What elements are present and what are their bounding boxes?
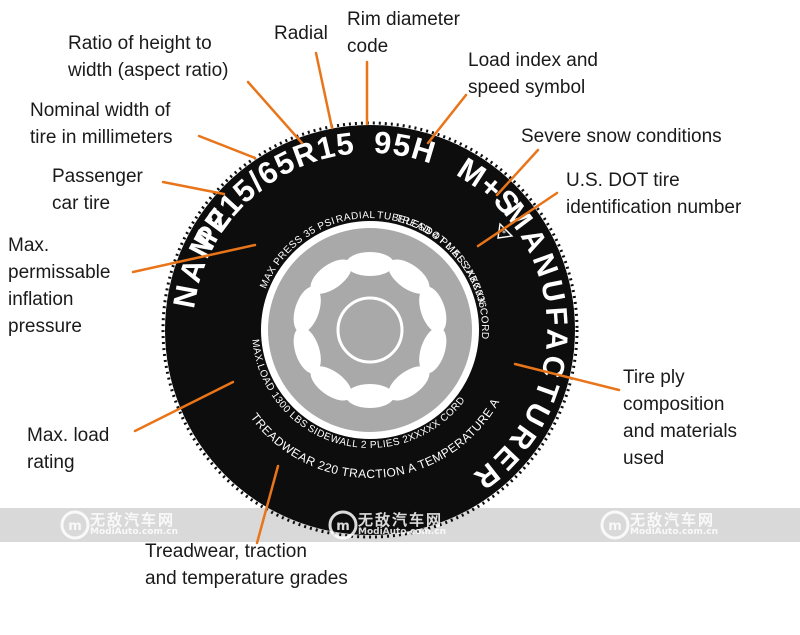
rim-hub (336, 296, 404, 364)
watermark-logo-icon: m (600, 510, 630, 540)
rim-spoke-opening (419, 327, 447, 374)
svg-text:m: m (68, 519, 82, 534)
rim-spoke-opening (388, 259, 430, 294)
label-snow-conditions: Severe snow conditions (521, 126, 722, 147)
watermark-logo-icon: m (60, 510, 90, 540)
rim-spoke-opening (293, 327, 321, 374)
tire (161, 121, 579, 539)
rim-spokes (293, 252, 447, 408)
rim-spoke-opening (388, 366, 430, 401)
svg-text:*: * (502, 229, 506, 238)
rim-spoke-opening (346, 384, 394, 408)
rim-spoke-opening (293, 286, 321, 333)
label-radial: Radial (274, 23, 328, 44)
watermark-logo-icon: m (328, 510, 358, 540)
rim-spoke-opening (346, 252, 394, 276)
svg-text:m: m (336, 519, 350, 534)
rim-spoke-opening (310, 259, 352, 294)
leader-lines (131, 51, 621, 545)
svg-text:m: m (608, 519, 622, 534)
rim-spoke-opening (310, 366, 352, 401)
rim-spoke-opening (419, 286, 447, 333)
